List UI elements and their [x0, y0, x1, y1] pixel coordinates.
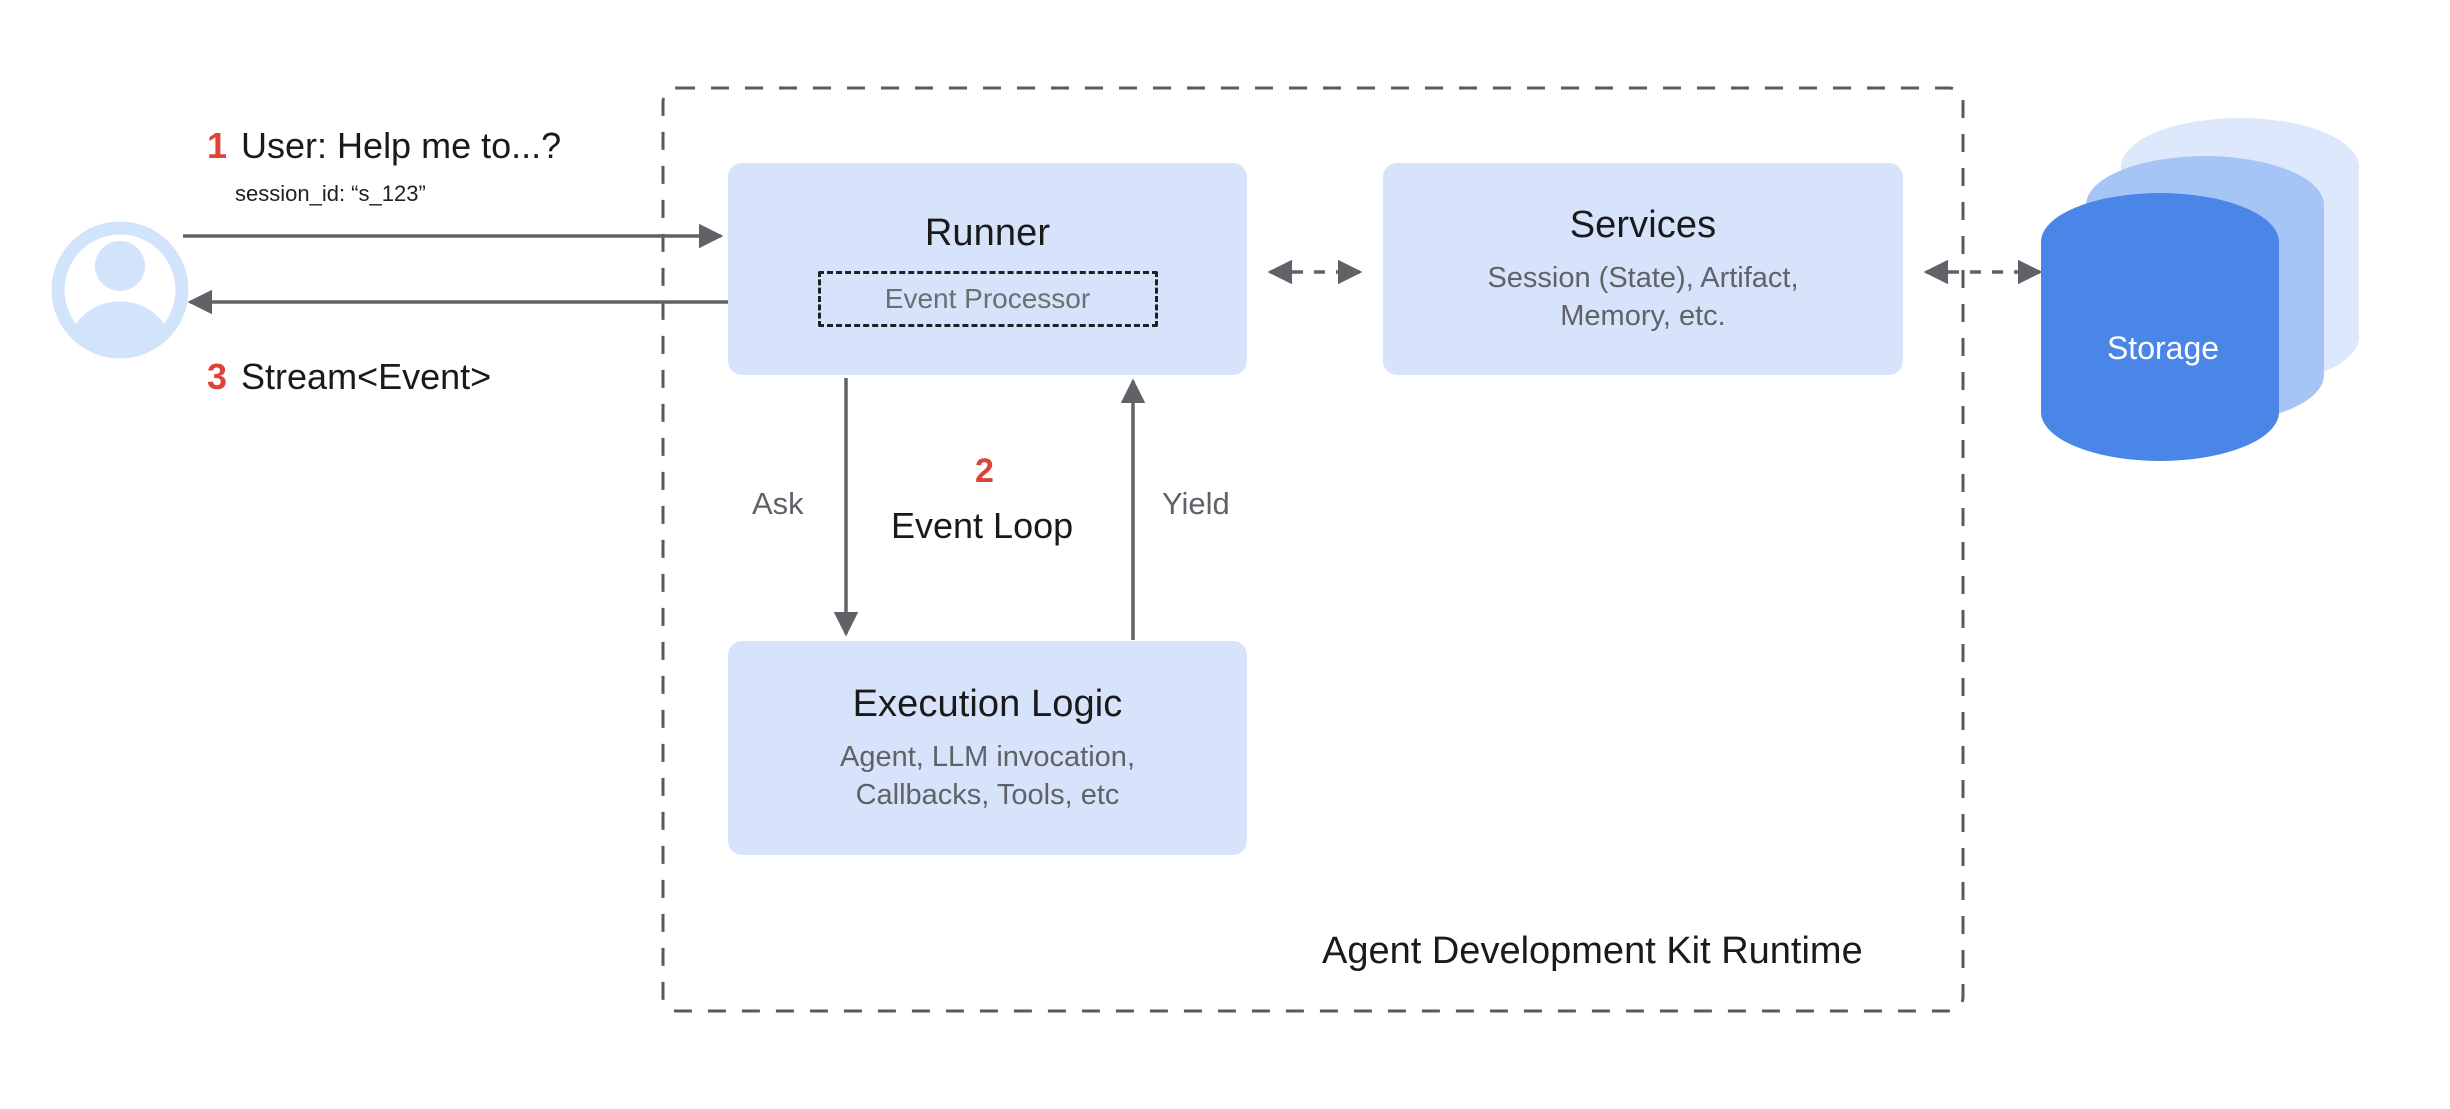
edge-label-event-loop: Event Loop [891, 505, 1074, 546]
runtime-container-border [661, 86, 1965, 1013]
step-number-2: 2 [975, 452, 994, 490]
user-avatar-icon [51, 221, 189, 359]
node-services-title: Services [1569, 203, 1717, 246]
node-execution-logic-title: Execution Logic [852, 682, 1123, 725]
event-processor-box[interactable]: Event Processor [817, 270, 1158, 327]
node-services[interactable]: Services Session (State), Artifact, Memo… [1383, 163, 1903, 375]
request-label: User: Help me to...? [241, 125, 562, 166]
node-runner[interactable]: Runner Event Processor [728, 163, 1247, 375]
storage-cylinder-icon [2041, 118, 2359, 461]
services-subtitle-line-1: Session (State), Artifact, [1487, 261, 1799, 294]
storage-label: Storage [2106, 330, 2220, 366]
request-session-id: session_id: “s_123” [235, 181, 426, 206]
node-execution-logic[interactable]: Execution Logic Agent, LLM invocation, C… [728, 641, 1247, 855]
runtime-container-title: Agent Development Kit Runtime [1322, 930, 1863, 972]
node-services-subtitle: Session (State), Artifact, Memory, etc. [1487, 259, 1798, 336]
edge-label-ask: Ask [752, 486, 804, 521]
node-runner-title: Runner [924, 212, 1051, 255]
edge-label-yield: Yield [1162, 486, 1230, 521]
node-execution-logic-subtitle: Agent, LLM invocation, Callbacks, Tools,… [840, 738, 1135, 815]
step-number-1: 1 [207, 125, 228, 166]
execution-logic-subtitle-line-2: Callbacks, Tools, etc [855, 778, 1120, 811]
services-subtitle-line-2: Memory, etc. [1560, 299, 1726, 332]
step-number-3: 3 [207, 356, 228, 397]
execution-logic-subtitle-line-1: Agent, LLM invocation, [839, 740, 1135, 773]
event-processor-label: Event Processor [884, 282, 1091, 314]
response-label: Stream<Event> [241, 356, 492, 397]
response-label-group: 3 Stream<Event> [207, 356, 491, 398]
request-label-group: 1 User: Help me to...? [207, 125, 561, 167]
